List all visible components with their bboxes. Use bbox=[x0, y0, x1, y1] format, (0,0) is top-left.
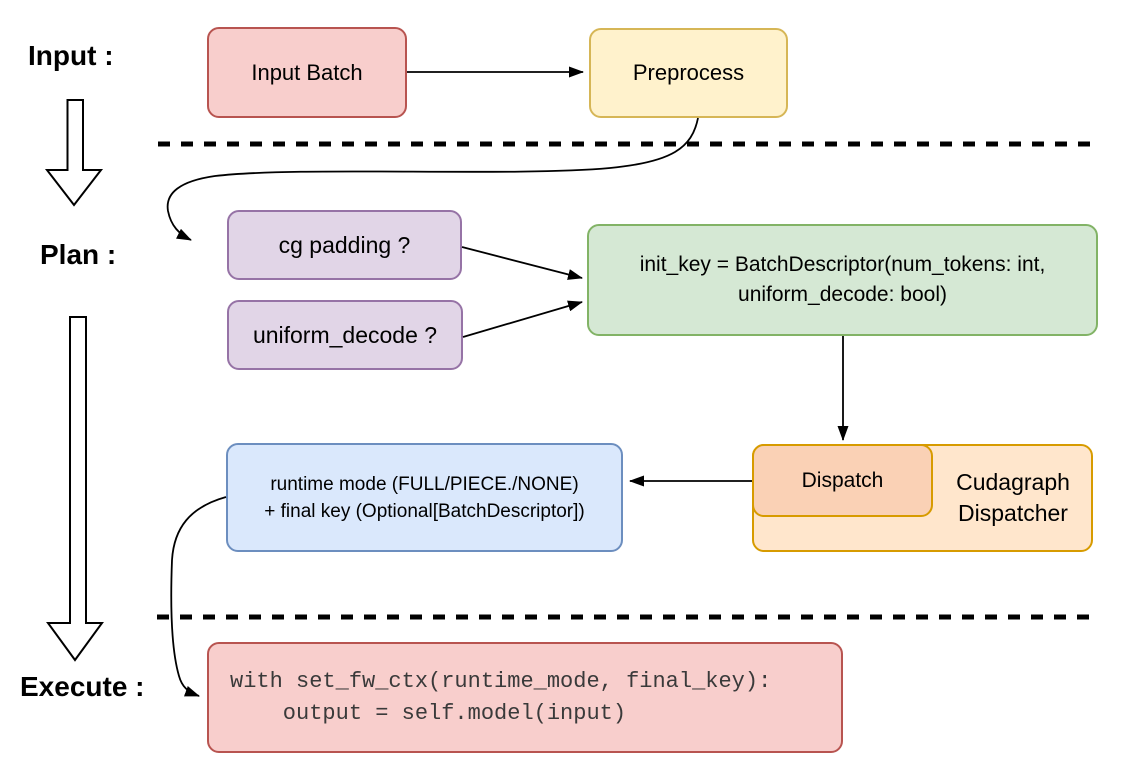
cudagraph-dispatcher-label: Cudagraph Dispatcher bbox=[956, 469, 1070, 526]
execute-code-line1: with set_fw_ctx(runtime_mode, final_key)… bbox=[230, 668, 772, 694]
input-to-plan-down-arrow-icon bbox=[44, 99, 104, 207]
connector-uniform-decode-to-init-key bbox=[462, 300, 583, 338]
cg-padding-label: cg padding ? bbox=[278, 231, 411, 258]
plan-to-execute-down-arrow-icon bbox=[46, 316, 104, 662]
uniform-decode-node: uniform_decode ? bbox=[227, 300, 463, 370]
runtime-mode-final-key-node: runtime mode (FULL/PIECE./NONE) + final … bbox=[226, 443, 623, 552]
stage-label-input: Input : bbox=[28, 40, 114, 71]
cg-padding-node: cg padding ? bbox=[227, 210, 462, 280]
init-key-line1: init_key = BatchDescriptor(num_tokens: i… bbox=[639, 253, 1046, 276]
input-batch-label: Input Batch bbox=[251, 59, 363, 85]
execute-code-node: with set_fw_ctx(runtime_mode, final_key)… bbox=[207, 642, 843, 753]
dispatch-label: Dispatch bbox=[801, 468, 884, 492]
input-batch-node: Input Batch bbox=[207, 27, 407, 118]
runtime-key-line2: + final key (Optional[BatchDescriptor]) bbox=[264, 500, 585, 522]
init-key-line2: uniform_decode: bool) bbox=[738, 283, 947, 306]
stage-label-plan: Plan : bbox=[40, 239, 117, 270]
runtime-key-line1: runtime mode (FULL/PIECE./NONE) bbox=[270, 473, 579, 495]
preprocess-label: Preprocess bbox=[632, 60, 745, 85]
stage-label-execute: Execute : bbox=[20, 671, 145, 702]
dispatch-node: Dispatch bbox=[752, 444, 933, 517]
init-key-node: init_key = BatchDescriptor(num_tokens: i… bbox=[587, 224, 1098, 336]
execute-code-line2: output = self.model(input) bbox=[230, 700, 627, 726]
uniform-decode-label: uniform_decode ? bbox=[252, 321, 438, 348]
preprocess-node: Preprocess bbox=[589, 28, 788, 118]
connector-cg-padding-to-init-key bbox=[461, 246, 583, 280]
